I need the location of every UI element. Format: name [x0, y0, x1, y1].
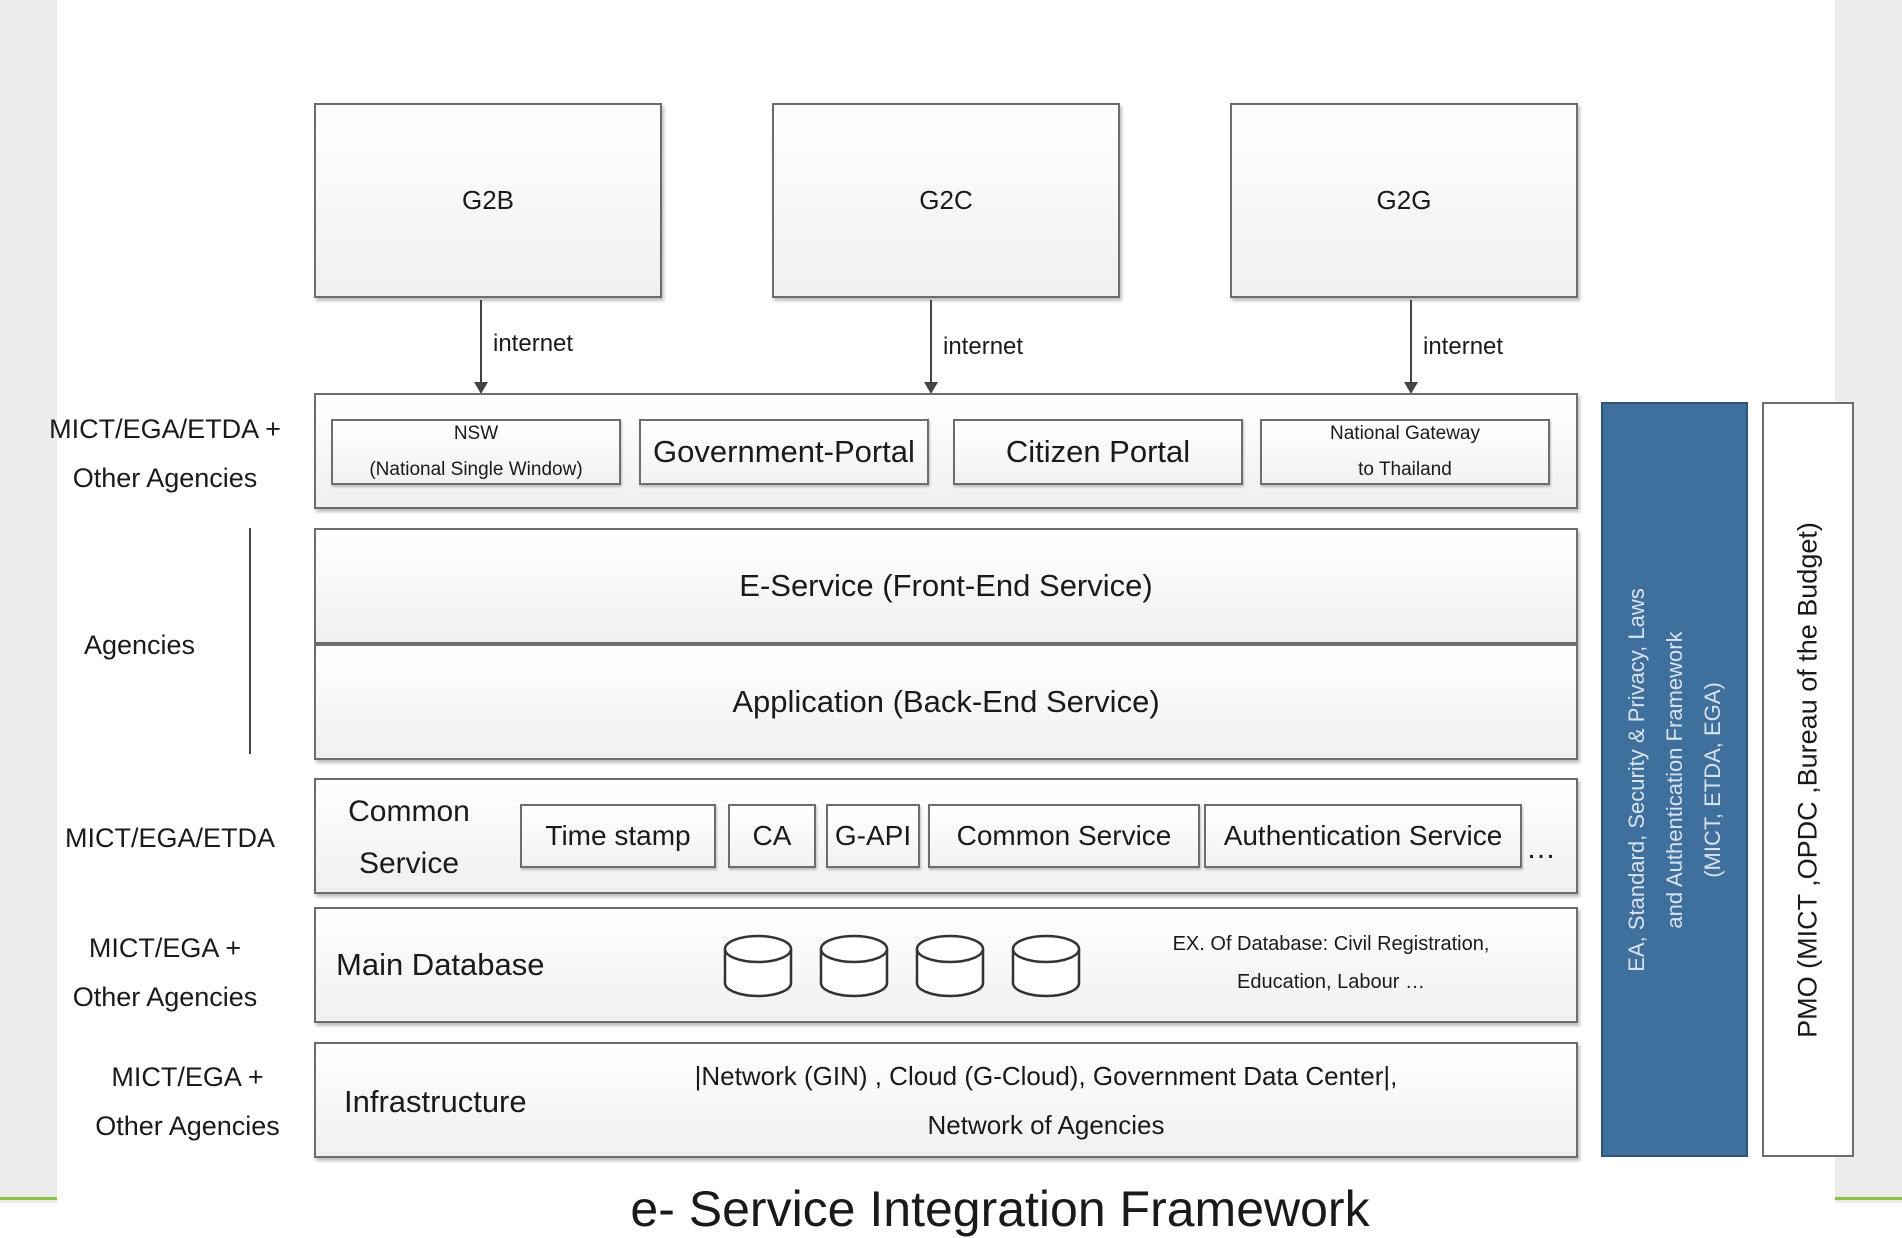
connector-arrow-line — [930, 300, 932, 384]
database-layer: Main Database EX. Of Database: Civil Reg… — [314, 907, 1578, 1023]
left-label-line: Other Agencies — [72, 982, 258, 1012]
eservice-layer: E-Service (Front-End Service) — [314, 528, 1578, 644]
pmo-panel: PMO (MICT ,OPDC ,Bureau of the Budget) — [1762, 402, 1854, 1157]
infrastructure-desc: |Network (GIN) , Cloud (G-Cloud), Govern… — [596, 1052, 1496, 1150]
portal-line: NSW — [453, 423, 499, 444]
left-label-database: MICT/EGA + Other Agencies — [40, 924, 290, 1022]
left-label-line: MICT/EGA + — [88, 933, 242, 963]
common-item-gapi: G-API — [826, 804, 920, 868]
arrowhead-icon — [924, 382, 938, 394]
connector-label: internet — [493, 330, 574, 357]
common-service-title: Common Service — [334, 788, 484, 888]
portal-layer: NSW (National Single Window) Government-… — [314, 393, 1578, 509]
database-icon — [819, 934, 889, 998]
common-item-authentication: Authentication Service — [1204, 804, 1522, 868]
application-layer: Application (Back-End Service) — [314, 644, 1578, 760]
diagram-caption: e- Service Integration Framework — [630, 1181, 1370, 1237]
common-more-ellipsis: … — [1526, 832, 1556, 865]
standards-panel: EA, Standard, Security & Privacy, Laws a… — [1601, 402, 1748, 1157]
channel-label: G2B — [461, 185, 515, 215]
channel-g2b: G2B — [314, 103, 662, 298]
portal-citizen: Citizen Portal — [953, 419, 1243, 485]
example-line: Education, Labour … — [1237, 971, 1425, 993]
standards-line: and Authentication Framework — [1661, 630, 1687, 929]
left-label-common: MICT/EGA/ETDA — [64, 823, 275, 853]
portal-line: National Gateway — [1330, 423, 1480, 444]
database-icon — [723, 934, 793, 998]
database-icon — [1011, 934, 1081, 998]
portal-line: (National Single Window) — [369, 459, 583, 480]
connector-label: internet — [1423, 333, 1504, 360]
left-label-line: Other Agencies — [72, 463, 258, 493]
infrastructure-layer: Infrastructure |Network (GIN) , Cloud (G… — [314, 1042, 1578, 1158]
channel-label: G2C — [919, 185, 973, 215]
standards-line: EA, Standard, Security & Privacy, Laws — [1623, 587, 1649, 972]
pmo-text: PMO (MICT ,OPDC ,Bureau of the Budget) — [1792, 521, 1823, 1038]
infrastructure-title: Infrastructure — [344, 1084, 527, 1119]
arrowhead-icon — [1404, 382, 1418, 394]
connector-arrow-line — [1410, 300, 1412, 384]
database-example: EX. Of Database: Civil Registration, Edu… — [1116, 925, 1546, 1001]
portal-national-gateway: National Gateway to Thailand — [1260, 419, 1550, 485]
left-label-agencies: Agencies — [83, 630, 196, 660]
common-item-timestamp: Time stamp — [520, 804, 716, 868]
arrowhead-icon — [474, 382, 488, 394]
channel-g2c: G2C — [772, 103, 1120, 298]
database-icon — [915, 934, 985, 998]
title-line: Service — [358, 847, 460, 880]
accent-line-right — [1835, 1197, 1902, 1200]
portal-line: to Thailand — [1358, 459, 1452, 480]
title-line: Common — [348, 795, 470, 828]
channel-g2g: G2G — [1230, 103, 1578, 298]
desc-line: Network of Agencies — [927, 1110, 1165, 1140]
channel-label: G2G — [1376, 185, 1432, 215]
connector-arrow-line — [480, 300, 482, 384]
connector-label: internet — [943, 333, 1024, 360]
portal-nsw: NSW (National Single Window) — [331, 419, 621, 485]
common-item-ca: CA — [728, 804, 816, 868]
common-service-layer: Common Service Time stamp CA G-API Commo… — [314, 778, 1578, 894]
portal-government: Government-Portal — [639, 419, 929, 485]
left-label-line: MICT/EGA/ETDA + — [49, 414, 281, 444]
left-label-portal: MICT/EGA/ETDA + Other Agencies — [40, 405, 290, 503]
desc-line: |Network (GIN) , Cloud (G-Cloud), Govern… — [694, 1061, 1398, 1091]
left-label-line: Other Agencies — [95, 1111, 280, 1141]
left-label-infra: MICT/EGA + Other Agencies — [65, 1053, 310, 1151]
agencies-bracket-line — [249, 528, 251, 754]
accent-line-left — [0, 1197, 57, 1200]
left-label-line: MICT/EGA + — [111, 1062, 264, 1092]
common-item-common-service: Common Service — [928, 804, 1200, 868]
page-left-margin — [0, 0, 57, 1203]
standards-line: (MICT, ETDA, EGA) — [1699, 681, 1725, 878]
example-line: EX. Of Database: Civil Registration, — [1172, 933, 1490, 955]
standards-text: EA, Standard, Security & Privacy, Laws a… — [1618, 588, 1732, 972]
database-title: Main Database — [336, 947, 545, 982]
